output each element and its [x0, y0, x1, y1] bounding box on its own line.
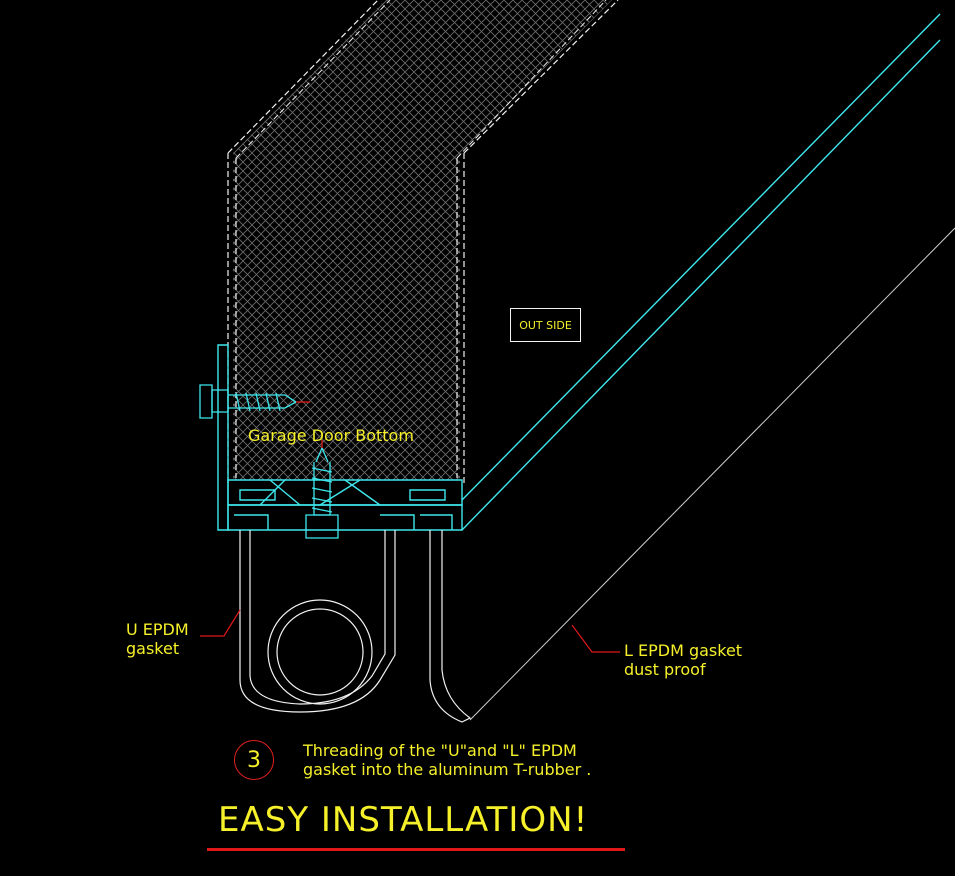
u-epdm-gasket: [239, 530, 396, 713]
headline-underline: [207, 848, 625, 851]
headline: EASY INSTALLATION!: [218, 800, 589, 840]
step-description-line1: Threading of the "U"and "L" EPDM: [303, 741, 577, 760]
side-screw: [199, 384, 310, 419]
l-gasket-label-line1: L EPDM gasket: [624, 641, 743, 660]
vertical-screw: [305, 440, 339, 539]
door-bottom-label: Garage Door Bottom: [248, 426, 414, 445]
u-gasket-label-line2: gasket: [126, 639, 180, 659]
l-gasket-label-line2: dust proof: [624, 660, 706, 680]
outside-tag: OUT SIDE: [510, 308, 581, 342]
aluminum-t-rubber-retainer: [217, 344, 463, 531]
outer-skin-lines: [461, 13, 955, 721]
step-number: 3: [247, 747, 261, 773]
l-gasket-label: L EPDM gasket dust proof: [624, 641, 742, 679]
step-description: Threading of the "U"and "L" EPDM gasket …: [303, 741, 591, 779]
leader-lines: [200, 609, 620, 653]
l-epdm-gasket: [429, 530, 472, 723]
step-number-circle: 3: [234, 740, 274, 780]
door-panel: [227, 0, 619, 485]
u-gasket-label: U EPDM gasket: [126, 620, 189, 658]
step-description-line2: gasket into the aluminum T-rubber .: [303, 760, 592, 780]
u-gasket-label-line1: U EPDM: [126, 620, 189, 639]
outside-label: OUT SIDE: [519, 318, 572, 332]
